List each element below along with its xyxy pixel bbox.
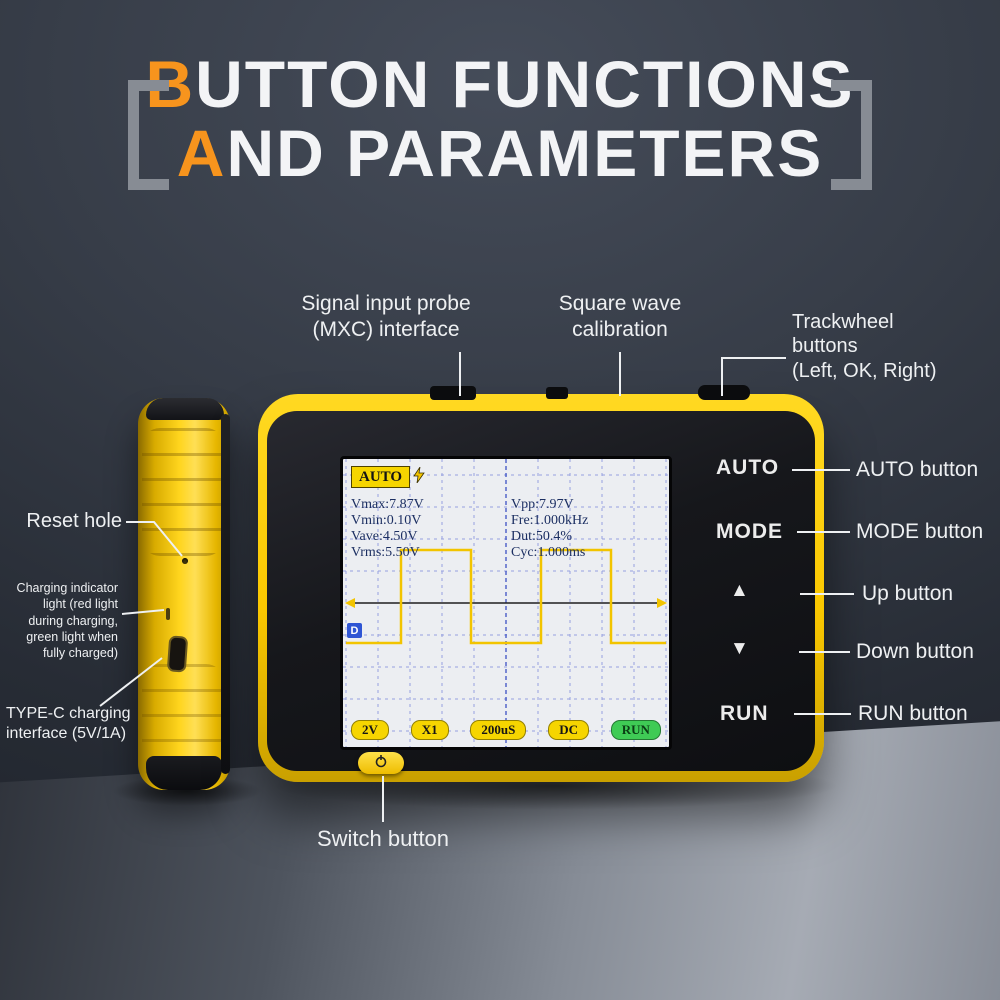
label-signal-input-probe: Signal input probe (MXC) interface	[301, 292, 471, 341]
screen-footer-buttons: 2V X1 200uS DC RUN	[351, 720, 661, 740]
title-line-1: BUTTON FUNCTIONS	[0, 50, 1000, 119]
signal-input-probe-interface	[430, 386, 476, 400]
waveform-plot	[343, 459, 669, 747]
up-button: ▲	[730, 580, 750, 601]
side-view-top-cap	[146, 398, 224, 420]
measurement-vave: Vave:4.50V	[351, 529, 418, 544]
measurements-left-column: Vmax:7.87V Vmin:0.10V Vave:4.50V Vrms:5.…	[351, 497, 424, 561]
measurement-vrms: Vrms:5.50V	[351, 545, 420, 560]
title-block: BUTTON FUNCTIONS AND PARAMETERS	[0, 50, 1000, 190]
mode-button: MODE	[716, 520, 783, 543]
reset-hole	[182, 558, 188, 564]
axis-arrow-left	[345, 598, 355, 608]
label-trackwheel-buttons: Trackwheel buttons (Left, OK, Right)	[792, 311, 937, 382]
type-c-port	[166, 635, 189, 673]
measurement-dut: Dut:50.4%	[511, 529, 573, 544]
title-line-2: AND PARAMETERS	[0, 115, 1000, 190]
down-button: ▼	[730, 638, 750, 659]
square-wave-calibration-port	[546, 387, 568, 399]
chip-probe-mult: X1	[410, 720, 449, 740]
measurement-vmax: Vmax:7.87V	[351, 497, 424, 512]
oscilloscope-device: AUTO Vmax:7.87V Vmin:0.10V Vave:4.50V Vr…	[258, 385, 824, 782]
switch-button	[358, 752, 404, 774]
side-view-body	[138, 398, 230, 790]
measurement-vmin: Vmin:0.10V	[351, 513, 422, 528]
measurements-right-column: Vpp:7.97V Fre:1.000kHz Dut:50.4% Cyc:1.0…	[511, 497, 588, 561]
bracket-right-decoration	[831, 80, 872, 190]
chip-timebase: 200uS	[470, 720, 527, 740]
screen-mode-badge: AUTO	[351, 466, 411, 488]
label-switch-button: Switch button	[316, 826, 450, 851]
trigger-d-marker: D	[347, 623, 362, 638]
trackwheel-buttons	[698, 385, 750, 400]
label-auto-button: AUTO button	[856, 458, 979, 481]
measurement-cyc: Cyc:1.000ms	[511, 545, 586, 560]
label-reset-hole: Reset hole	[26, 510, 122, 532]
label-square-wave-calibration: Square wave calibration	[558, 292, 682, 341]
chip-coupling: DC	[548, 720, 589, 740]
power-icon	[374, 754, 388, 773]
measurement-vpp: Vpp:7.97V	[511, 497, 574, 512]
charging-indicator-light	[166, 608, 170, 620]
auto-button: AUTO	[716, 456, 780, 479]
side-view-bottom-cap	[146, 756, 222, 790]
title-accent-letter-2: A	[176, 115, 227, 190]
square-wave-trace	[346, 548, 666, 645]
title-text-1: UTTON FUNCTIONS	[195, 47, 855, 121]
label-down-button: Down button	[856, 640, 974, 663]
chip-volts-div: 2V	[351, 720, 389, 740]
axis-arrow-right	[657, 598, 667, 608]
label-up-button: Up button	[862, 582, 954, 605]
oscilloscope-screen: AUTO Vmax:7.87V Vmin:0.10V Vave:4.50V Vr…	[340, 456, 672, 750]
measurement-fre: Fre:1.000kHz	[511, 513, 589, 528]
run-button: RUN	[720, 702, 769, 725]
label-mode-button: MODE button	[856, 520, 984, 543]
label-charging-indicator: Charging indicator light (red light duri…	[16, 581, 118, 660]
label-run-button: RUN button	[858, 702, 968, 725]
side-view-front-edge	[221, 414, 230, 774]
device-side-view	[138, 398, 230, 790]
chip-run-state: RUN	[610, 720, 661, 740]
power-bolt-icon	[413, 466, 425, 488]
title-text-2: ND PARAMETERS	[226, 115, 824, 190]
bracket-left-decoration	[128, 80, 169, 190]
label-typec-interface: TYPE-C charging interface (5V/1A)	[6, 705, 131, 742]
